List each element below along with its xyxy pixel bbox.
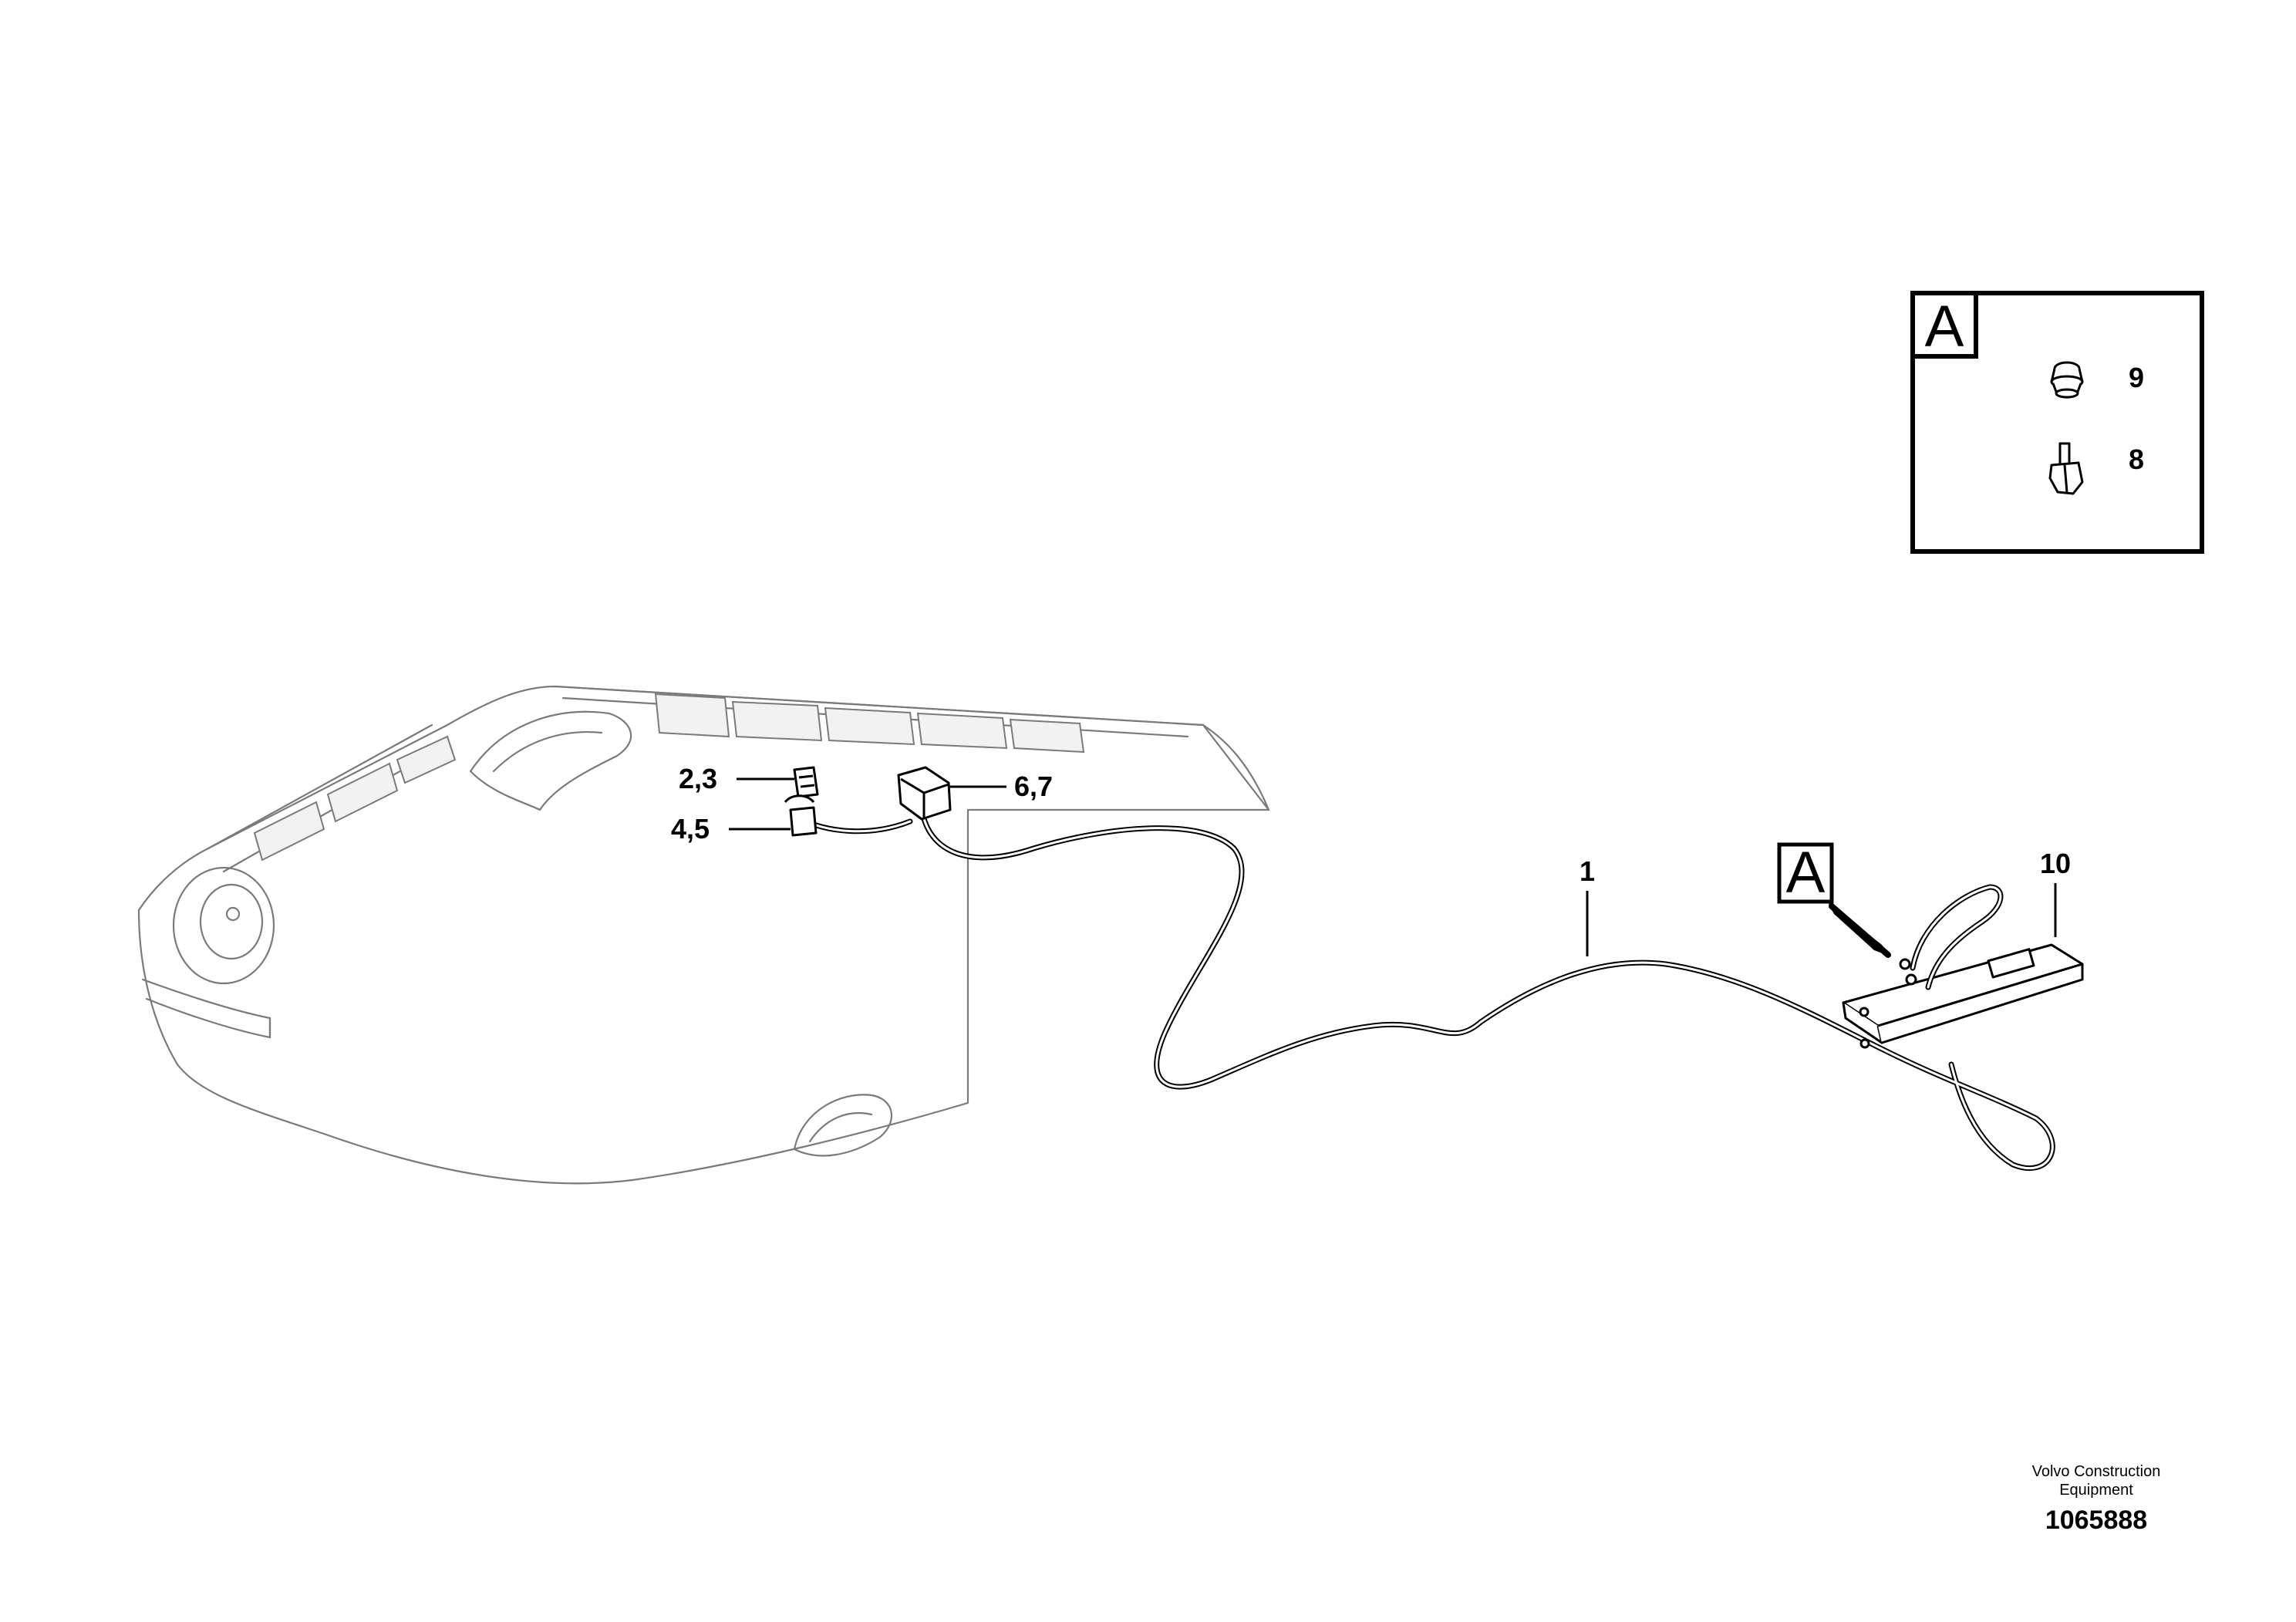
- callout-2-3: 2,3: [679, 763, 717, 794]
- detail-marker-letter: A: [1786, 840, 1826, 905]
- drawing-credit: Volvo Construction Equipment 1065888: [2032, 1463, 2161, 1535]
- drawing-number: 1065888: [2045, 1506, 2147, 1535]
- detail-marker-a: A: [1777, 840, 1891, 958]
- detail-box-letter: A: [1925, 294, 1964, 359]
- credit-line-2: Equipment: [2059, 1482, 2133, 1499]
- leader-lines: [729, 376, 2113, 956]
- connector-2-3: [793, 766, 819, 798]
- callout-10: 10: [2040, 848, 2071, 879]
- callout-8: 8: [2129, 443, 2144, 475]
- callout-1: 1: [1580, 855, 1595, 887]
- callout-4-5: 4,5: [671, 813, 710, 845]
- connector-6-7: [897, 766, 952, 821]
- credit-line-1: Volvo Construction: [2032, 1463, 2161, 1480]
- cable-harness: [795, 803, 2055, 1172]
- switch-panel: [1842, 884, 2084, 1049]
- clip-part-9: [2050, 361, 2084, 399]
- callout-labels: 2,3 4,5 6,7 1 10 9 8: [671, 362, 2144, 887]
- machine-cab-outline: [137, 685, 1270, 1185]
- detail-box-a: A: [1910, 291, 2204, 554]
- callout-9: 9: [2129, 362, 2144, 393]
- pin-part-8: [2048, 442, 2084, 495]
- callout-6-7: 6,7: [1014, 771, 1053, 802]
- connector-4-5: [784, 794, 818, 837]
